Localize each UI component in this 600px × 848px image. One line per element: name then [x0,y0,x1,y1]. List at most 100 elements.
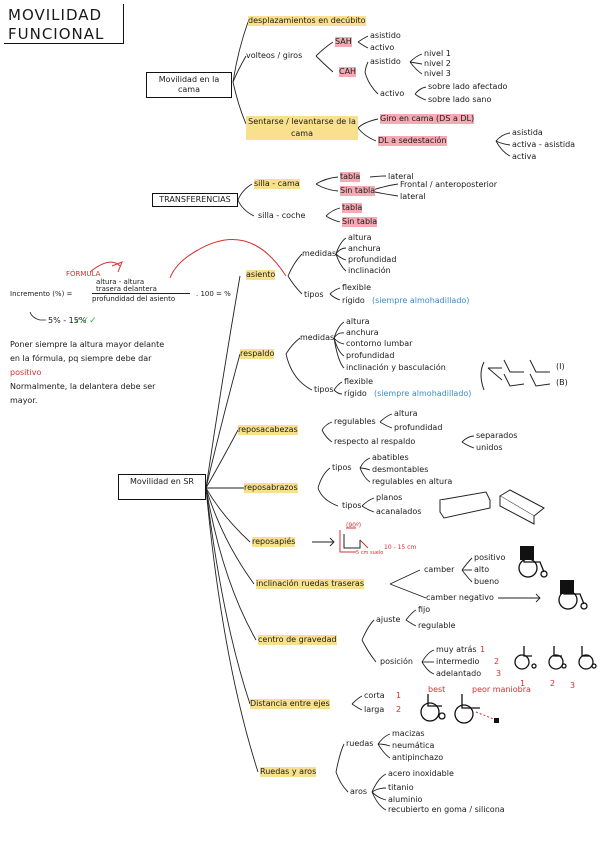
formula-range: 5% - 15% [48,316,87,325]
node-silla-cama: silla - cama [254,179,300,189]
node-asiento-medidas: medidas [302,249,337,258]
node-asiento-rigido-note: (siempre almohadillado) [372,296,470,305]
wheelchair-label-1: 1 [520,679,526,688]
node-abatibles: abatibles [372,453,409,462]
node-camber: camber [424,565,455,574]
node-tabla-1: tabla [340,172,361,182]
node-giro: Giro en cama (DS a DL) [380,114,475,124]
node-respaldo-rigido: rígido [344,389,367,398]
formula-note-3: positivo [10,368,42,377]
node-respaldo-profundidad: profundidad [346,351,395,360]
node-respaldo: respaldo [240,349,275,359]
node-silla-coche: silla - coche [258,211,306,220]
node-antipinchazo: antipinchazo [392,753,444,762]
node-planos: planos [376,493,403,502]
node-muy-atras-num: 1 [480,645,486,654]
node-desplazamientos: desplazamientos en decúbito [248,16,366,26]
node-respaldo-medidas: medidas [300,333,335,342]
node-reposabrazos-tipos-1: tipos [332,463,352,472]
node-lateral-1: lateral [388,172,414,181]
node-regulables-altura: regulables en altura [372,477,453,486]
formula-label: FÓRMULA [66,270,101,278]
node-lateral-2: lateral [400,192,426,201]
node-camber-negativo: camber negativo [426,593,494,602]
node-ruedas: ruedas [346,739,374,748]
node-asiento: asiento [246,270,276,280]
node-respaldo-contorno: contorno lumbar [346,339,413,348]
node-fijo: fijo [418,605,431,614]
formula-note-4: Normalmente, la delantera debe ser [10,382,156,391]
node-volteos: volteos / giros [246,51,303,60]
node-recubierto: recubierto en goma / silicona [388,805,505,814]
node-respaldo-tipos: tipos [314,385,334,394]
node-muy-atras: muy atrás [436,645,477,654]
node-macizas: macizas [392,729,425,738]
node-reposapies: reposapiés [252,537,296,547]
formula-note-2: en la fórmula, pq siempre debe dar [10,354,152,363]
node-movilidad-sr: Movilidad en SR [118,474,206,500]
node-sah: SAH [335,37,352,47]
node-separados: separados [476,431,518,440]
node-ajuste: ajuste [376,615,401,624]
node-asiento-inclinacion: inclinación [348,266,391,275]
node-asiento-altura: altura [348,233,372,242]
node-neumatica: neumática [392,741,435,750]
node-corta: corta [364,691,385,700]
node-lado-sano: sobre lado sano [428,95,492,104]
wheelchair-label-2: 2 [550,679,556,688]
node-rc-profundidad: profundidad [394,423,443,432]
node-frontal: Frontal / anteroposterior [400,180,498,189]
node-asiento-tipos: tipos [304,290,324,299]
node-adelantado: adelantado [436,669,482,678]
node-inclinacion-ruedas: inclinación ruedas traseras [256,579,364,589]
node-reposapies-label-3: 10 - 15 cm [384,544,417,551]
node-acanalados: acanalados [376,507,422,516]
node-intermedio: intermedio [436,657,480,666]
node-cah-asistido: asistido [370,57,401,66]
formula-numerator: altura - altura [96,278,145,286]
formula-incremento: Incremento (%) = [10,290,73,298]
node-regulables: regulables [334,417,376,426]
node-camber-bueno: bueno [474,577,500,586]
node-asiento-flexible: flexible [342,283,371,292]
node-respaldo-anchura: anchura [346,328,379,337]
node-dl-asistida: asistida [512,128,543,137]
node-desmontables: desmontables [372,465,429,474]
node-nivel-2: nivel 2 [424,59,451,68]
formula-note-1: Poner siempre la altura mayor delante [10,340,165,349]
node-larga: larga [364,705,385,714]
node-incl-i: (I) [556,362,565,371]
node-corta-num: 1 [396,691,402,700]
node-movilidad-cama: Movilidad en la cama [146,72,232,98]
node-asiento-profundidad: profundidad [348,255,397,264]
node-regulable: regulable [418,621,456,630]
node-rc-altura: altura [394,409,418,418]
node-nivel-3: nivel 3 [424,69,451,78]
node-dl-activa-asistida: activa - asistida [512,140,576,149]
node-titanio: titanio [388,783,414,792]
wheelchair-label-3: 3 [570,681,576,690]
node-sah-asistido: asistido [370,31,401,40]
node-respaldo-rigido-note: (siempre almohadillado) [374,389,472,398]
node-respecto-respaldo: respecto al respaldo [334,437,416,446]
node-camber-positivo: positivo [474,553,506,562]
node-tabla-2: tabla [342,203,363,213]
node-transferencias: TRANSFERENCIAS [152,193,238,207]
formula-numerator-2: trasera delantera [96,285,157,293]
node-centro-gravedad: centro de gravedad [258,635,337,645]
formula-times: . 100 = % [196,290,231,298]
node-peor-maniobra: peor maniobra [472,685,531,694]
node-reposabrazos: reposabrazos [244,483,298,493]
node-aros: aros [350,787,368,796]
node-unidos: unidos [476,443,503,452]
node-best: best [428,685,446,694]
node-sah-activo: activo [370,43,395,52]
node-reposabrazos-tipos-2: tipos [342,501,362,510]
formula-note-5: mayor. [10,396,38,405]
node-distancia-ejes: Distancia entre ejes [250,699,330,709]
node-respaldo-flexible: flexible [344,377,373,386]
node-aluminio: aluminio [388,795,423,804]
node-reposacabezas: reposacabezas [238,425,298,435]
node-cah: CAH [339,67,357,77]
node-dl-sedestacion: DL a sedestación [378,136,447,146]
